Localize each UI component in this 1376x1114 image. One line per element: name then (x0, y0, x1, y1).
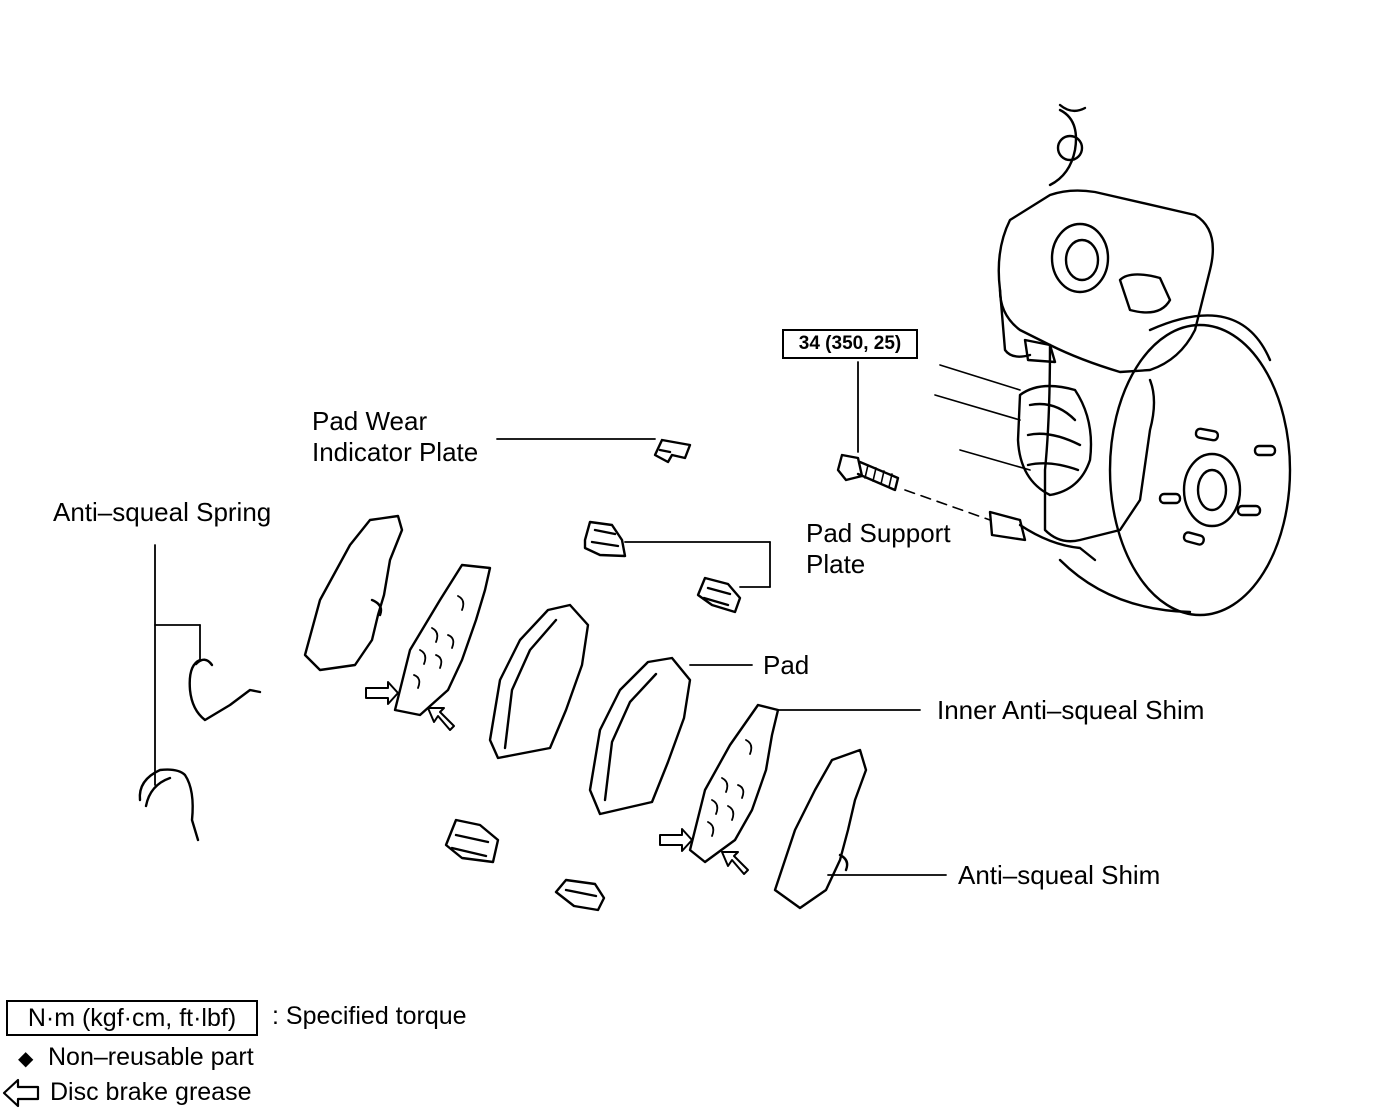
pad-support-plate-lower (696, 576, 742, 614)
diamond-icon: ◆ (18, 1048, 34, 1070)
label-line: Plate (806, 549, 866, 579)
label-pad-wear-indicator-plate: Pad Wear Indicator Plate (312, 406, 478, 468)
pad-wear-indicator-plate (496, 438, 692, 464)
legend-torque-units: N·m (kgf·cm, ft·lbf) (6, 1000, 258, 1036)
label-anti-squeal-spring: Anti–squeal Spring (53, 497, 272, 527)
anti-squeal-spring-leader (154, 544, 201, 786)
legend-grease-icon (2, 1078, 40, 1108)
label-line: Pad Wear (312, 406, 428, 436)
torque-spec-box: 34 (350, 25) (782, 329, 918, 359)
grease-arrow-1 (365, 681, 399, 705)
label-line: Pad Support (806, 518, 951, 548)
pad-support-plate-lower-left-2 (554, 878, 606, 912)
grease-arrow-4 (721, 851, 749, 875)
inner-anti-squeal-shim-left (393, 563, 492, 717)
pad-left (488, 603, 590, 760)
caliper-bolt (836, 361, 991, 521)
pad-support-plate-upper (583, 520, 627, 558)
anti-squeal-shim-left (303, 514, 404, 672)
pad-support-plate-lower-left-1 (444, 818, 500, 864)
legend-grease: Disc brake grease (50, 1078, 252, 1106)
grease-arrow-2 (427, 707, 455, 731)
legend-torque-desc: : Specified torque (272, 1002, 467, 1030)
grease-arrow-3 (659, 828, 693, 852)
anti-squeal-spring (138, 658, 262, 842)
disc-rotor (1058, 314, 1292, 617)
anti-squeal-shim-right (773, 748, 868, 910)
label-pad: Pad (763, 650, 810, 680)
pad-support-plate-leader (624, 541, 771, 588)
caliper (934, 103, 1214, 562)
label-line: Indicator Plate (312, 437, 479, 467)
label-inner-anti-squeal-shim: Inner Anti–squeal Shim (937, 695, 1205, 725)
legend-non-reusable: Non–reusable part (48, 1043, 254, 1071)
label-anti-squeal-shim: Anti–squeal Shim (958, 860, 1161, 890)
inner-anti-squeal-shim-right (688, 703, 780, 864)
label-pad-support-plate: Pad Support Plate (806, 518, 951, 580)
pad-right (588, 656, 692, 816)
